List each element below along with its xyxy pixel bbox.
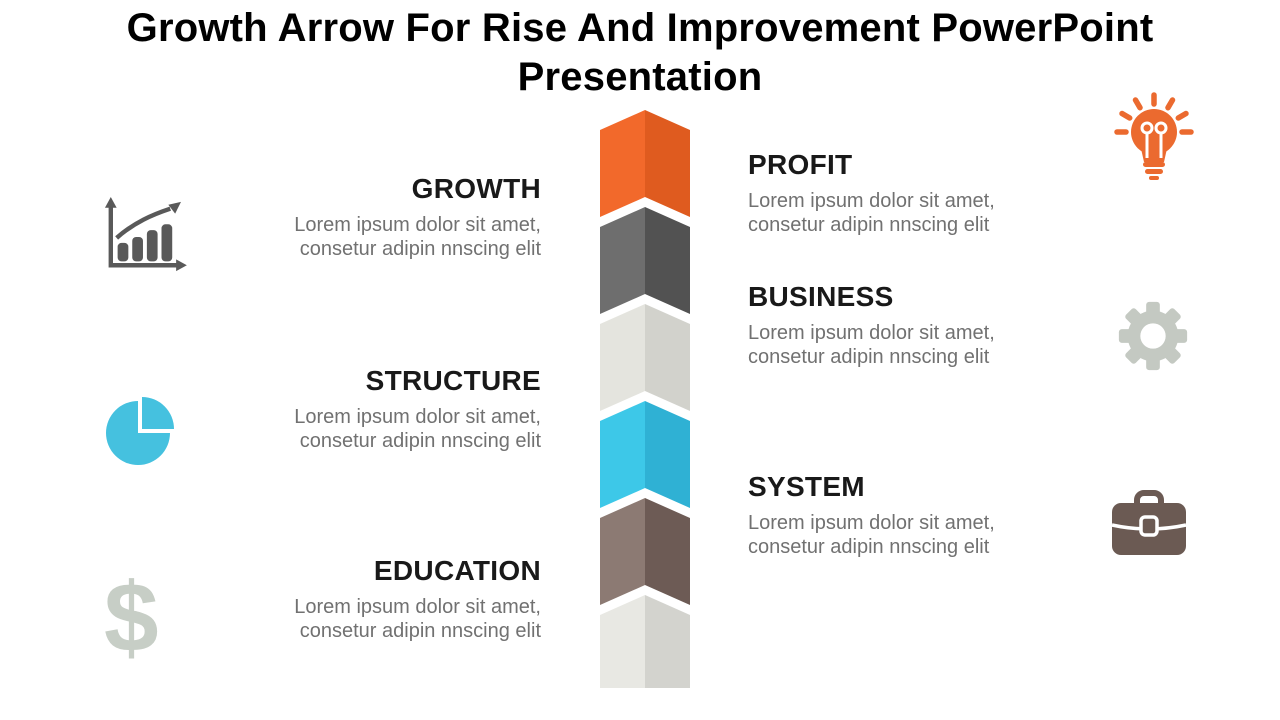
arrow-segment-taupe: [600, 498, 690, 605]
arrow-segment-light-gray: [600, 304, 690, 411]
briefcase-icon: [1108, 489, 1190, 567]
item-system-description: Lorem ipsum dolor sit amet, consetur adi…: [748, 511, 995, 558]
item-education: EDUCATION Lorem ipsum dolor sit amet, co…: [221, 554, 541, 643]
item-business-label: BUSINESS: [748, 281, 894, 312]
item-education-description: Lorem ipsum dolor sit amet, consetur adi…: [294, 595, 541, 642]
item-growth: GROWTH Lorem ipsum dolor sit amet, conse…: [221, 172, 541, 261]
growth-arrow: [600, 110, 690, 688]
item-growth-description: Lorem ipsum dolor sit amet, consetur adi…: [294, 213, 541, 260]
item-business-description: Lorem ipsum dolor sit amet, consetur adi…: [748, 321, 995, 368]
item-structure-label: STRUCTURE: [365, 365, 541, 396]
lightbulb-icon: [1110, 92, 1198, 184]
slide-title: Growth Arrow For Rise And Improvement Po…: [126, 6, 1154, 100]
item-profit: PROFIT Lorem ipsum dolor sit amet, conse…: [748, 148, 1068, 237]
item-profit-label: PROFIT: [748, 149, 853, 180]
item-education-label: EDUCATION: [373, 555, 541, 586]
arrow-segment-cyan: [600, 401, 690, 508]
gear-icon: [1114, 297, 1192, 375]
item-growth-label: GROWTH: [411, 173, 541, 204]
arrow-segment-dark-gray: [600, 207, 690, 314]
pie-chart-icon: [104, 391, 180, 471]
slide-title-wrap: Growth Arrow For Rise And Improvement Po…: [0, 4, 1280, 102]
arrow-segment-light-gray-2: [600, 595, 690, 688]
item-structure-description: Lorem ipsum dolor sit amet, consetur adi…: [294, 405, 541, 452]
bar-chart-icon: [96, 197, 188, 275]
dollar-glyph: $: [104, 562, 159, 672]
dollar-sign-icon: $: [104, 568, 159, 666]
item-system: SYSTEM Lorem ipsum dolor sit amet, conse…: [748, 470, 1068, 559]
item-system-label: SYSTEM: [748, 471, 865, 502]
item-business: BUSINESS Lorem ipsum dolor sit amet, con…: [748, 280, 1068, 369]
arrow-segment-orange: [600, 110, 690, 217]
item-structure: STRUCTURE Lorem ipsum dolor sit amet, co…: [221, 364, 541, 453]
item-profit-description: Lorem ipsum dolor sit amet, consetur adi…: [748, 189, 995, 236]
